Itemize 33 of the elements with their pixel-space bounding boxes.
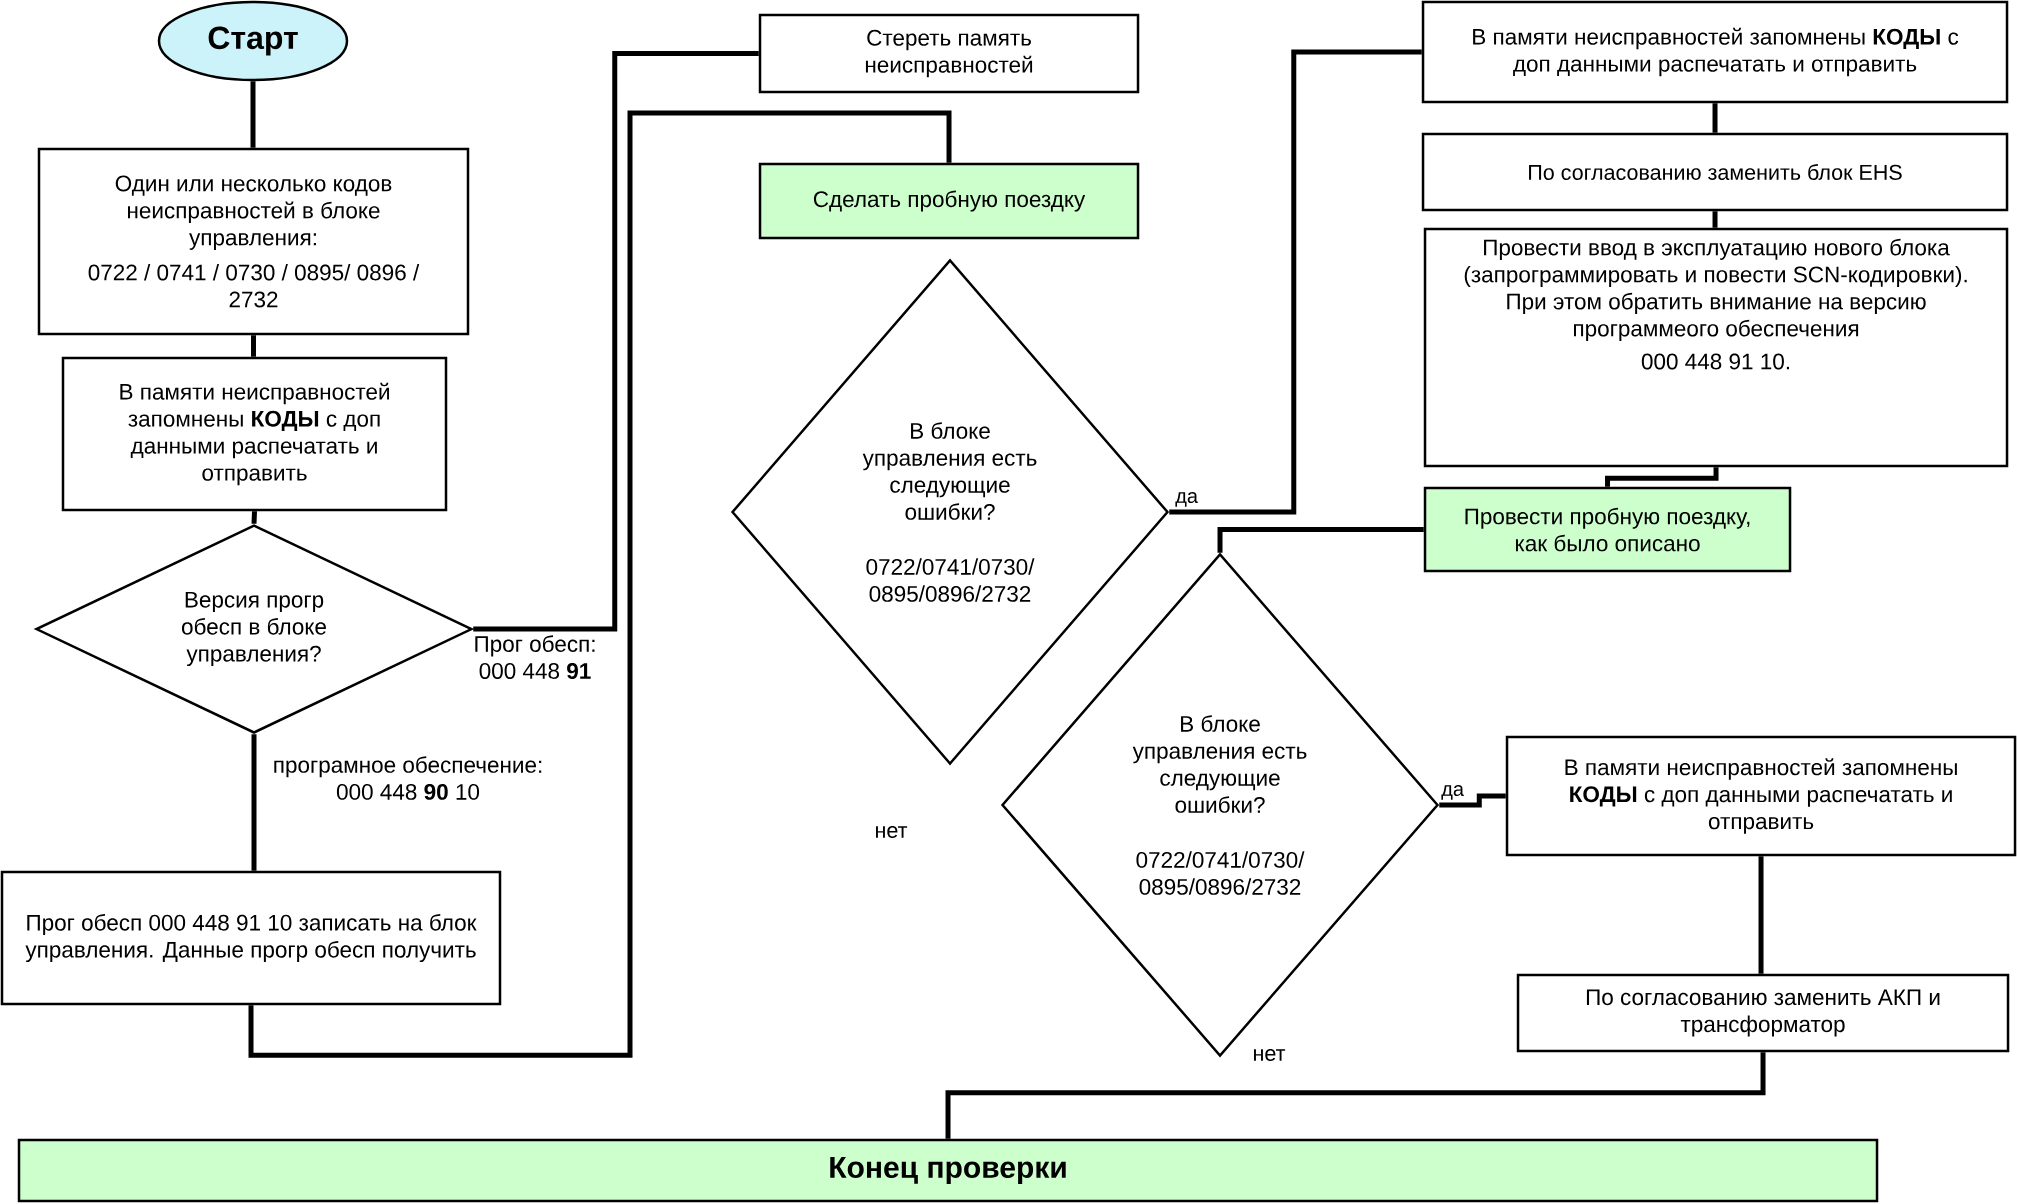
connector-line: [1712, 103, 1718, 133]
process-box: Сделать пробную поездку: [758, 162, 1140, 240]
connector-line: [251, 335, 256, 357]
process-box: Провести пробную поездку, как было описано: [1423, 486, 1792, 573]
edge-label: програмное обеспечение: 000 448 90 10: [274, 756, 542, 800]
connector-line: [1712, 211, 1718, 228]
connector-line: [251, 734, 257, 871]
connector-line: [1758, 856, 1764, 974]
process-box: Стереть память неисправностей: [758, 13, 1140, 94]
branch-label: нет: [876, 826, 908, 838]
end-box: Конец проверки: [17, 1138, 1879, 1203]
connector-line: [1439, 793, 1506, 808]
process-box: В памяти неисправностей запомнены КОДЫ с доп данными распечатать и отправить: [1505, 735, 2017, 857]
process-box: По согласованию заменить блок EHS: [1421, 132, 2009, 212]
connector-line: [1217, 527, 1424, 553]
start-oval: Старт: [157, 0, 349, 82]
process-box: Прог обесп 000 448 91 10 записать на блок управления. Данные прогр обесп получить: [0, 870, 502, 1006]
edge-label: да: [1175, 492, 1198, 507]
connector-line: [250, 81, 256, 148]
process-box: Один или несколько кодов неисправностей в блоке управления: 0722 / 0741 / 0730 / 0895/ 0896 / 2732: [37, 147, 470, 336]
process-box: В памяти неисправностей запомнены КОДЫ с доп данными распечатать и отправить: [1421, 0, 2009, 104]
branch-label: нет: [1254, 1049, 1286, 1061]
connector-line: [1605, 467, 1719, 487]
connector-line: [945, 1052, 1766, 1139]
connector-line: [1169, 49, 1422, 515]
process-box: Провести ввод в эксплуатацию нового блока (запрограммировать и повести SCN-кодировки). При этом обратить внимание на версию программеого обеспечения 000 448 91 10.: [1423, 227, 2009, 468]
edge-label: Прог обесп: 000 448 91: [475, 635, 595, 679]
process-box: В памяти неисправностей запомнены КОДЫ с доп данными распечатать и отправить: [61, 356, 448, 512]
connector-line: [248, 110, 952, 1058]
edge-label: да: [1441, 785, 1464, 800]
process-box: По согласованию заменить АКП и трансформатор: [1516, 973, 2010, 1053]
connector-line: [251, 511, 257, 524]
connector-line: [473, 51, 759, 632]
